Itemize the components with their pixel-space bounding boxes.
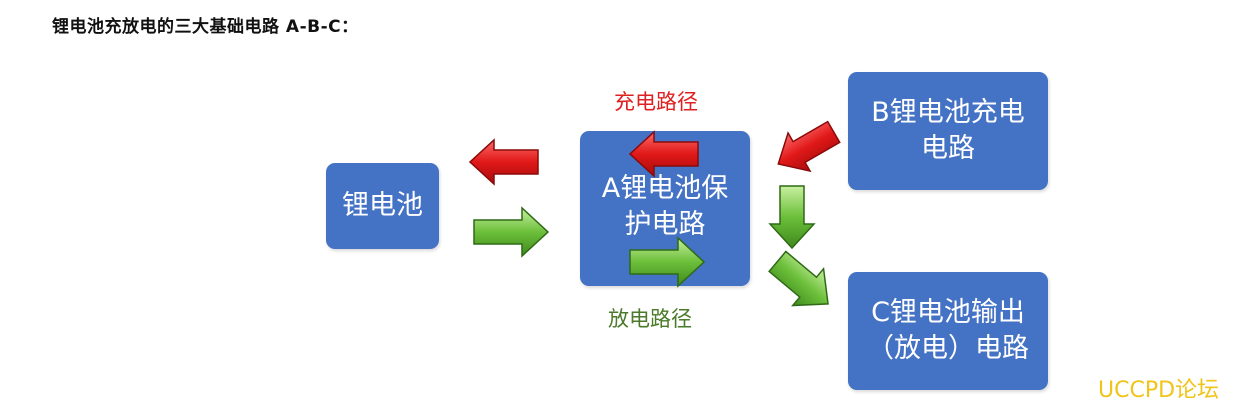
charging-circuit-box: B锂电池充电 电路 — [848, 72, 1048, 190]
discharge-path-label: 放电路径 — [608, 307, 692, 331]
charging-label-line2: 电路 — [921, 133, 975, 164]
output-label-line1: C锂电池输出 — [871, 297, 1025, 328]
battery-label: 锂电池 — [342, 190, 423, 221]
charging-label-line1: B锂电池充电 — [871, 97, 1025, 128]
output-circuit-box: C锂电池输出 （放电）电路 — [848, 272, 1048, 390]
charge-arrow-from-charger — [777, 120, 841, 173]
battery-box: 锂电池 — [326, 163, 439, 249]
discharge-arrow-from-battery — [473, 206, 550, 258]
output-label-line2: （放电）电路 — [867, 333, 1029, 364]
discharge-arrow-to-output — [768, 250, 829, 307]
discharge-arrow-down — [768, 185, 816, 250]
charge-arrow-to-battery — [468, 138, 539, 186]
protection-label-line2: 护电路 — [624, 209, 706, 240]
page-title: 锂电池充放电的三大基础电路 A-B-C： — [52, 17, 359, 37]
charge-arrow-inside-protection — [628, 130, 699, 178]
discharge-arrow-inside-protection — [629, 236, 706, 288]
charge-path-label: 充电路径 — [614, 90, 698, 114]
watermark: UCCPD论坛 — [1098, 378, 1220, 403]
protection-label-line1: A锂电池保 — [601, 173, 729, 204]
